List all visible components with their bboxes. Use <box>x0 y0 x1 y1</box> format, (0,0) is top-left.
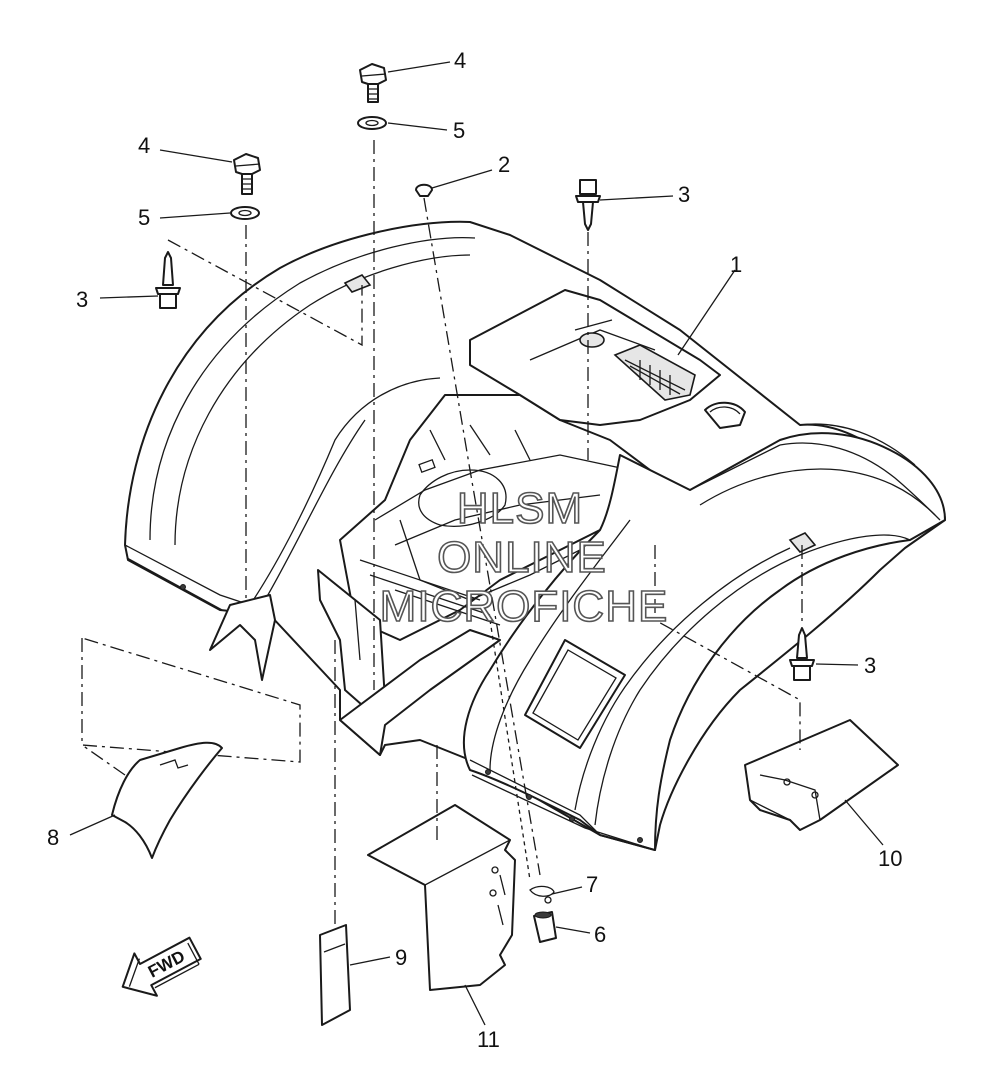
leader-4-top <box>387 61 451 73</box>
callout-6: 6 <box>594 922 606 947</box>
callout-1: 1 <box>730 252 742 277</box>
tapping-screw-top[interactable] <box>575 179 601 231</box>
leader-10 <box>844 799 884 846</box>
centerline-part10 <box>654 545 801 750</box>
leader-3-right <box>815 663 859 666</box>
watermark-line-1: HLSM <box>457 484 583 533</box>
callout-4-left: 4 <box>138 133 150 158</box>
centerline-rivet <box>423 197 541 876</box>
clip[interactable] <box>529 885 555 904</box>
fwd-arrow: FWD <box>121 936 202 997</box>
callout-11: 11 <box>477 1027 500 1052</box>
leader-4-left <box>159 149 233 163</box>
leader-6 <box>555 926 591 934</box>
centerline-screw-left <box>167 239 363 347</box>
watermark-line-2: ONLINE <box>437 533 607 582</box>
tapping-screw-right[interactable] <box>789 627 815 681</box>
leader-2 <box>431 169 493 189</box>
washer-top[interactable] <box>357 116 387 130</box>
rear-guard[interactable] <box>744 719 899 831</box>
leader-9 <box>349 956 391 966</box>
rivet[interactable] <box>415 183 433 197</box>
leader-5-top <box>387 122 448 131</box>
flange-bolt-left[interactable] <box>233 153 261 195</box>
watermark: HLSM ONLINE MICROFICHE <box>379 483 669 632</box>
washer-left[interactable] <box>230 206 260 220</box>
mud-flap-left[interactable] <box>81 637 301 859</box>
callout-5-top: 5 <box>453 118 465 143</box>
watermark-line-3: MICROFICHE <box>380 582 669 631</box>
callout-2: 2 <box>498 152 510 177</box>
callout-3-left: 3 <box>76 287 88 312</box>
centerline-part8 <box>81 744 126 776</box>
callout-9: 9 <box>395 945 407 970</box>
cover-plate[interactable] <box>319 924 351 1026</box>
tapping-screw-left[interactable] <box>155 251 181 309</box>
callout-7: 7 <box>586 872 598 897</box>
leader-1 <box>677 269 736 356</box>
leader-5-left <box>159 212 231 219</box>
flange-bolt-top[interactable] <box>359 63 387 103</box>
side-cover[interactable] <box>367 804 516 991</box>
leader-3-left <box>99 295 159 299</box>
callout-3-top: 3 <box>678 182 690 207</box>
leader-3-top <box>599 195 674 201</box>
callout-10: 10 <box>878 846 902 871</box>
callout-4-top: 4 <box>454 48 466 73</box>
callout-5-left: 5 <box>138 205 150 230</box>
leader-11 <box>464 984 486 1026</box>
callout-3-right: 3 <box>864 653 876 678</box>
callout-8: 8 <box>47 825 59 850</box>
leader-8 <box>69 814 116 836</box>
nut[interactable] <box>533 911 557 943</box>
leader-7 <box>551 886 583 895</box>
centerline-nut <box>489 619 531 881</box>
rear-fender[interactable] <box>124 220 946 851</box>
